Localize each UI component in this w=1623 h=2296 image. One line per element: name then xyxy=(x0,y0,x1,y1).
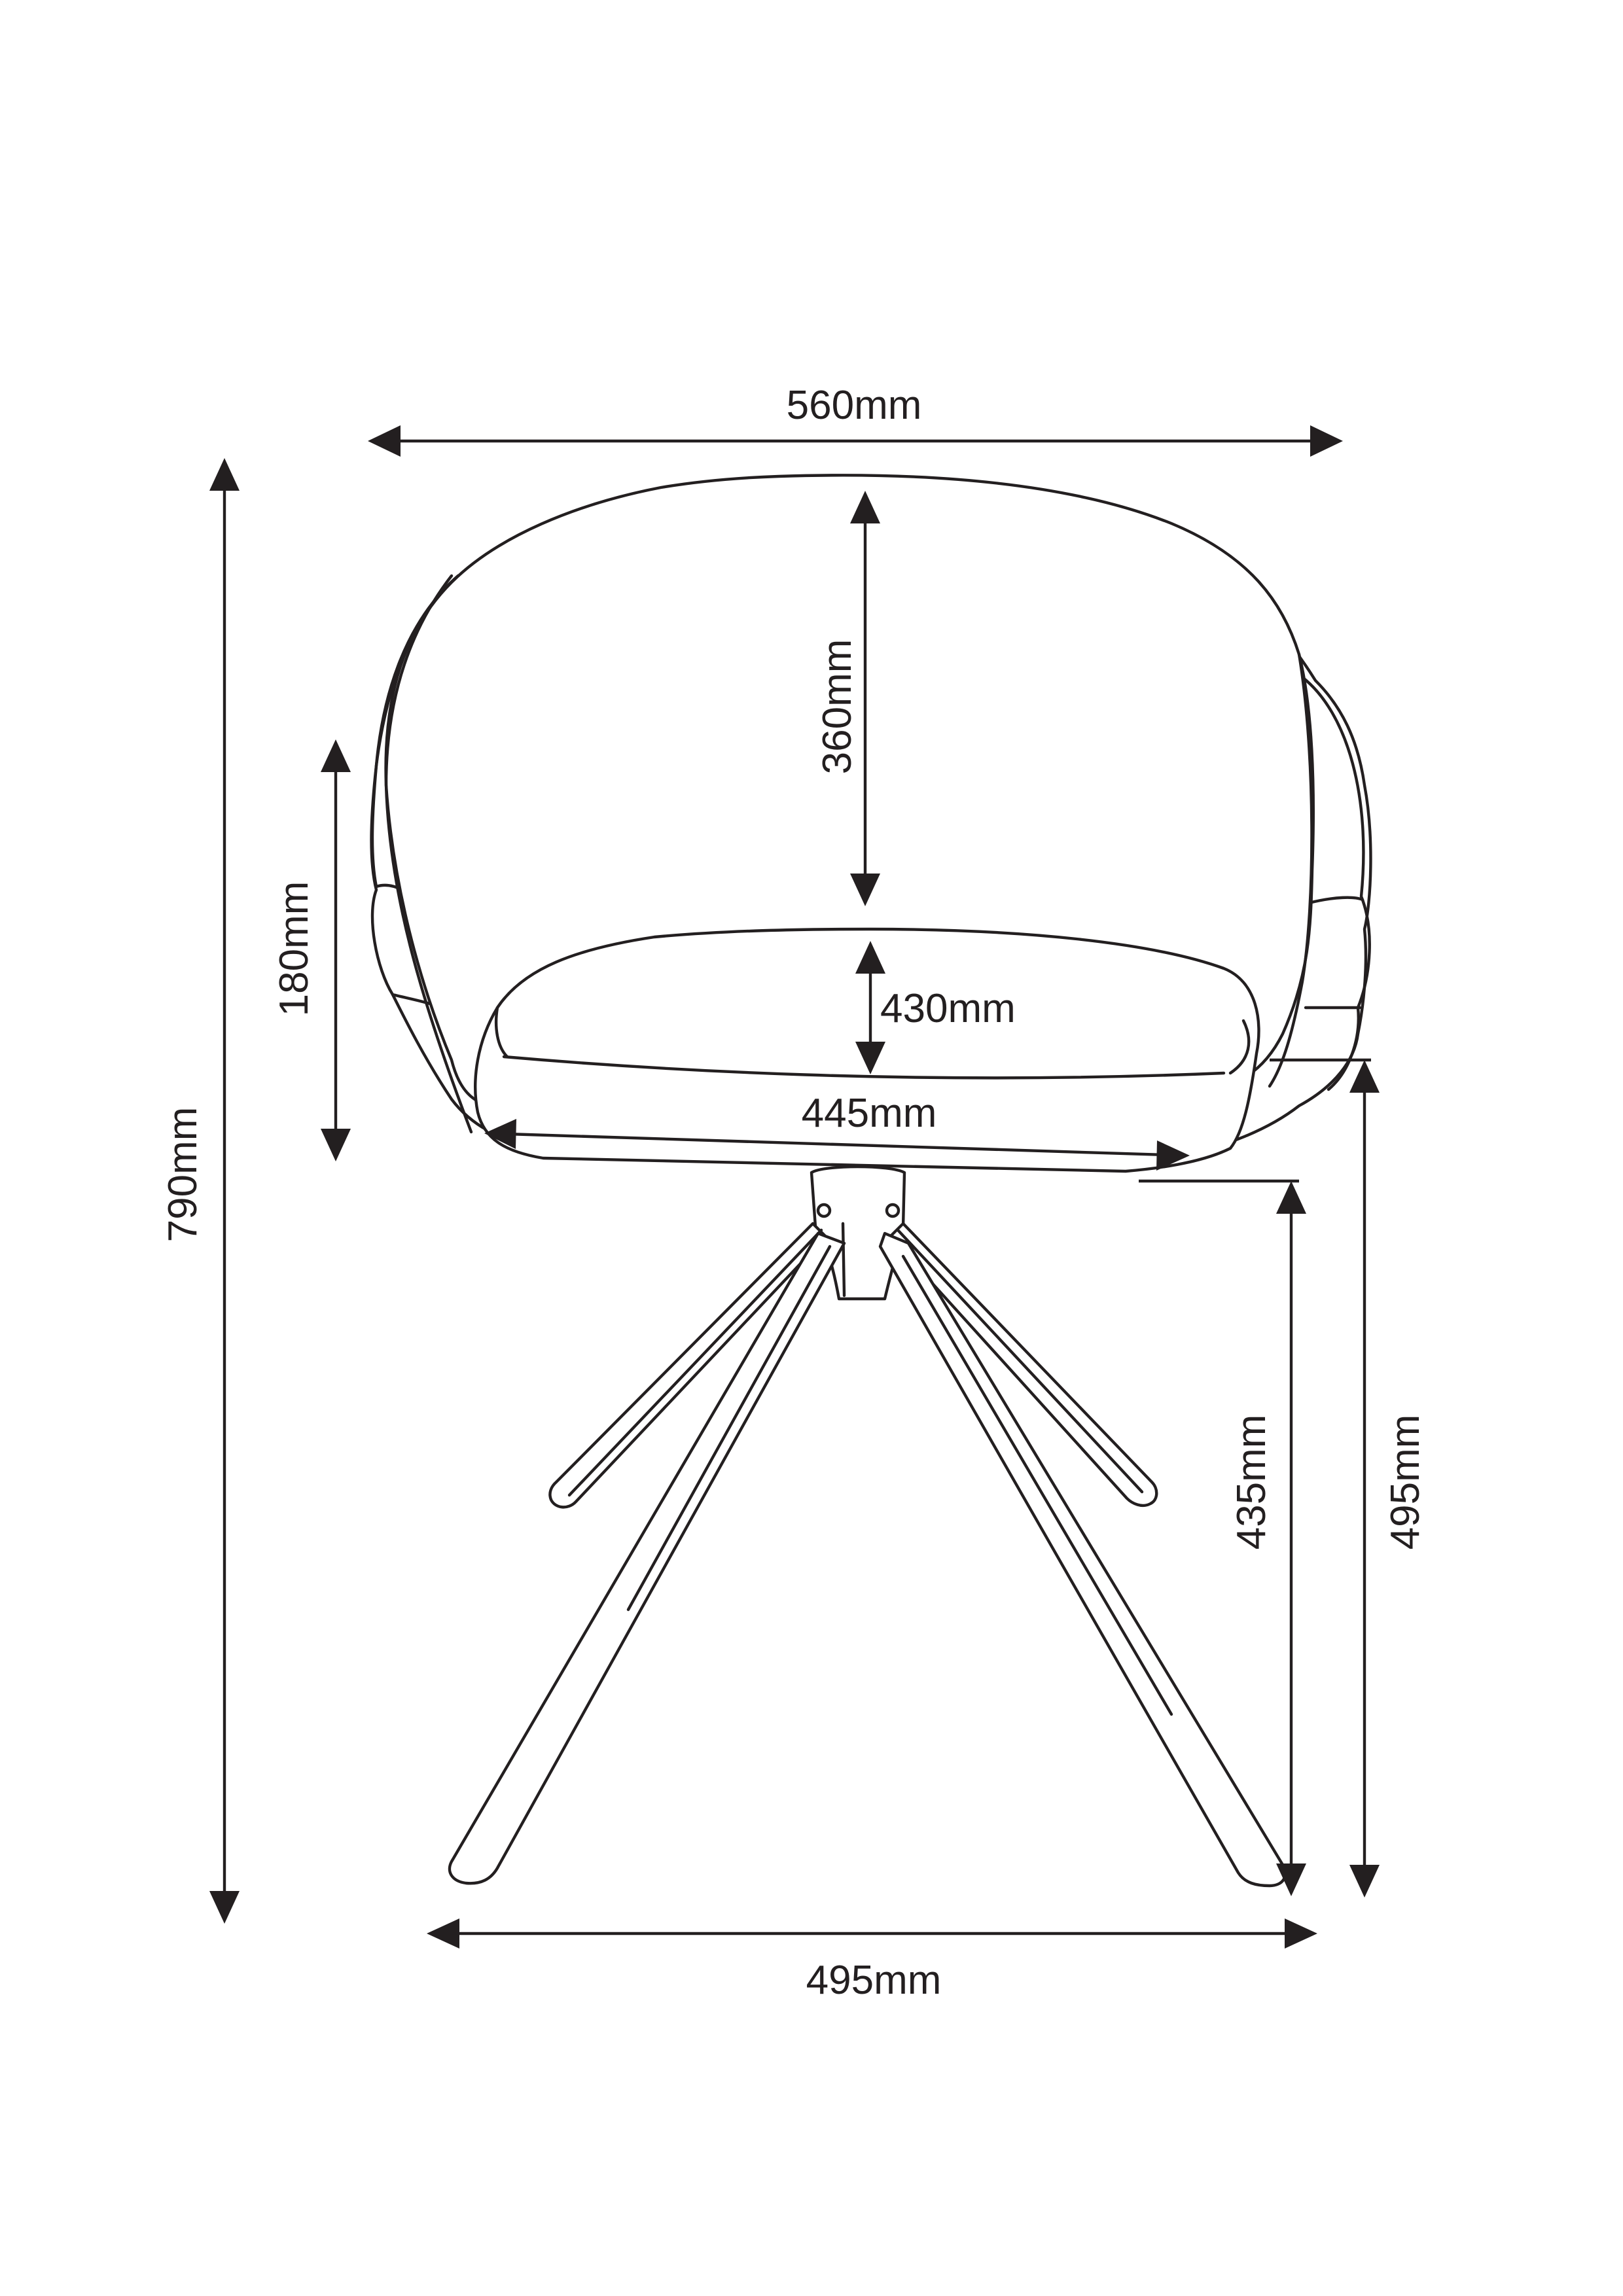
arrow-down xyxy=(321,1129,351,1161)
arrow-right xyxy=(1156,1140,1190,1171)
leg-front-right xyxy=(878,1231,1287,1888)
arrow-up xyxy=(1276,1181,1306,1214)
seat-front-edge xyxy=(502,1055,1226,1080)
leg-back-left-inner xyxy=(567,1228,823,1497)
dimension-overall-width: 560mm xyxy=(368,383,1343,457)
right-cushion-seam-1 xyxy=(1307,896,1364,905)
arrow-up xyxy=(855,941,885,974)
seat-front-roll xyxy=(494,1006,509,1059)
arrow-down xyxy=(1349,1865,1380,1898)
dimension-seat-height: 435mm xyxy=(1229,1181,1306,1896)
leg-front-left xyxy=(448,1231,846,1885)
arrow-up xyxy=(321,739,351,772)
arrow-down xyxy=(209,1891,240,1924)
leg-back-right-inner xyxy=(896,1228,1144,1494)
armrest-floor-height-label: 495mm xyxy=(1383,1415,1428,1550)
leg-back-left xyxy=(548,1222,828,1509)
dimension-armrest-floor-height: 495mm xyxy=(1349,1060,1428,1898)
arrow-right xyxy=(1310,425,1343,457)
arrow-left xyxy=(368,425,401,457)
arrow-up xyxy=(209,458,240,491)
arrow-up xyxy=(1349,1060,1380,1093)
overall-height-label: 790mm xyxy=(160,1107,205,1243)
backrest-right-piping xyxy=(1268,652,1313,1088)
dimension-seat-depth: 430mm xyxy=(855,941,1016,1074)
arrow-down xyxy=(1276,1863,1306,1896)
seat-height-label: 435mm xyxy=(1229,1415,1274,1550)
swivel-bolt-left xyxy=(816,1203,832,1218)
arrow-right xyxy=(1285,1918,1317,1949)
armrest-height-label: 180mm xyxy=(272,881,317,1017)
arrow-left xyxy=(484,1119,516,1149)
overall-width-label: 560mm xyxy=(787,383,922,428)
dimension-base-width: 495mm xyxy=(427,1918,1317,2003)
arrow-down xyxy=(855,1042,885,1074)
swivel-seam xyxy=(841,1222,846,1298)
arrow-left xyxy=(427,1918,459,1949)
backrest-left-piping xyxy=(384,574,473,1134)
dimension-armrest-height: 180mm xyxy=(272,739,351,1161)
swivel-bolt-right xyxy=(885,1203,901,1218)
dimension-backrest-height: 360mm xyxy=(815,491,880,906)
base-width-label: 495mm xyxy=(806,1958,942,2003)
arrow-down xyxy=(850,874,880,906)
arrow-up xyxy=(850,491,880,523)
leg-front-right-highlight xyxy=(901,1254,1173,1716)
leg-front-left-highlight xyxy=(626,1245,832,1612)
seat-front-roll-right xyxy=(1228,1019,1251,1075)
seat-width-label: 445mm xyxy=(802,1091,937,1136)
seat-depth-label: 430mm xyxy=(880,986,1016,1031)
dimension-overall-height: 790mm xyxy=(160,458,240,1924)
right-side-cushion xyxy=(1300,675,1371,1091)
backrest-height-label: 360mm xyxy=(815,639,860,775)
dimension-seat-width: 445mm xyxy=(484,1091,1190,1171)
